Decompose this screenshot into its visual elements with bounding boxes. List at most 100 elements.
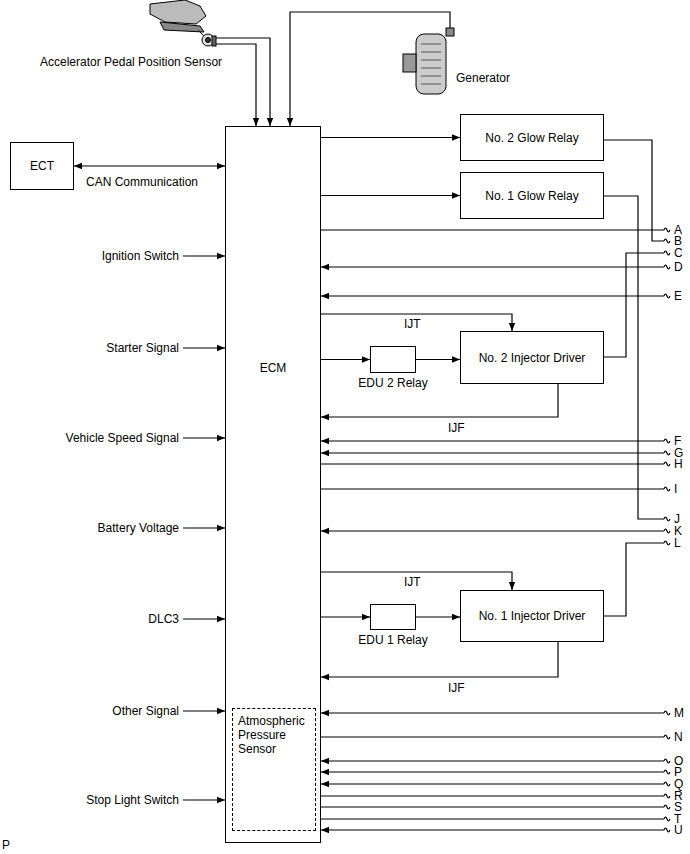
break-mark [664,228,670,232]
connector [321,572,512,590]
break-mark [664,735,670,739]
callout-label: Generator [456,71,510,85]
signal-wire [321,783,664,784]
sensor-box: Atmospheric Pressure Sensor [232,708,316,831]
node-label: No. 1 Injector Driver [479,609,586,623]
pedal-illustration [150,0,216,46]
callout-label: Ignition Switch [102,249,179,263]
callout-label: C [674,247,683,259]
callout-label: B [674,235,682,247]
signal-wire [321,712,664,713]
break-mark [664,770,670,774]
callout-label: N [674,731,683,743]
connector [74,165,225,166]
signal-label: IJT [404,575,421,589]
signal-label: IJT [404,317,421,331]
callout-label: I [674,483,677,495]
callout-label: P [674,766,682,778]
break-mark [664,251,670,255]
callout-label: P [2,838,10,852]
callout-label: S [674,801,682,813]
callout-label: Other Signal [112,704,179,718]
signal-wire [321,736,664,737]
callout-label: L [674,537,681,549]
signal-wire [321,771,664,772]
node-label: No. 1 Glow Relay [485,189,578,203]
callout-label: Vehicle Speed Signal [66,431,179,445]
break-mark [664,805,670,809]
signal-wire [321,452,664,453]
driver-box: No. 2 Injector Driver [460,331,604,384]
signal-label: IJF [448,681,465,695]
signal-wire [321,295,664,296]
signal-wire [321,266,664,267]
node-label: ECM [260,361,287,375]
break-mark [664,828,670,832]
signal-wire [321,806,664,807]
break-mark [664,759,670,763]
break-mark [664,817,670,821]
callout-label: U [674,824,683,836]
callout-label: Starter Signal [106,341,179,355]
signal-wire [321,760,664,761]
break-mark [664,782,670,786]
signal-wire [321,829,664,830]
callout-label: D [674,261,683,273]
signal-wire [321,530,664,531]
break-mark [664,529,670,533]
input-arrow [183,710,225,711]
callout-label: Accelerator Pedal Position Sensor [40,55,222,69]
signal-label: CAN Communication [86,175,198,189]
input-arrow [183,255,225,256]
callout-label: H [674,458,683,470]
signal-wire [321,229,664,230]
break-mark [664,462,670,466]
break-mark [664,451,670,455]
callout-label: Stop Light Switch [86,793,179,807]
connector [321,314,512,331]
input-arrow [183,527,225,528]
connector [321,359,370,360]
node-label: No. 2 Glow Relay [485,131,578,145]
connector [321,195,460,196]
callout-label: Q [674,778,683,790]
break-mark [664,294,670,298]
break-mark [664,439,670,443]
signal-wire [321,795,664,796]
node-label: ECT [30,159,54,173]
input-arrow [183,618,225,619]
break-mark [664,487,670,491]
callout-label: J [674,513,680,525]
break-mark [664,239,670,243]
generator-illustration [403,28,454,94]
break-mark [664,265,670,269]
break-mark [664,541,670,545]
connector [416,359,460,360]
output-wires [604,140,664,616]
signal-wire [321,463,664,464]
break-mark [664,711,670,715]
input-arrow [183,799,225,800]
ecm-box: ECM Atmospheric Pressure Sensor [225,126,321,843]
connector [321,384,558,417]
node-label: EDU 1 Relay [358,633,427,647]
connector [416,616,460,617]
callout-label: DLC3 [148,612,179,626]
input-arrow [183,347,225,348]
relay-box: EDU 1 Relay [370,604,416,630]
connector [321,616,370,617]
callout-label: M [674,707,684,719]
signal-wire [321,488,664,489]
connector [321,642,558,677]
signal-label: IJF [448,421,465,435]
node-label: EDU 2 Relay [358,376,427,390]
callout-label: Battery Voltage [98,521,179,535]
callout-label: E [674,290,682,302]
sensor-wires [216,12,450,126]
break-mark [664,794,670,798]
signal-wire [321,440,664,441]
callout-label: K [674,525,682,537]
break-mark [664,517,670,521]
relay-box: No. 2 Glow Relay [460,114,604,161]
